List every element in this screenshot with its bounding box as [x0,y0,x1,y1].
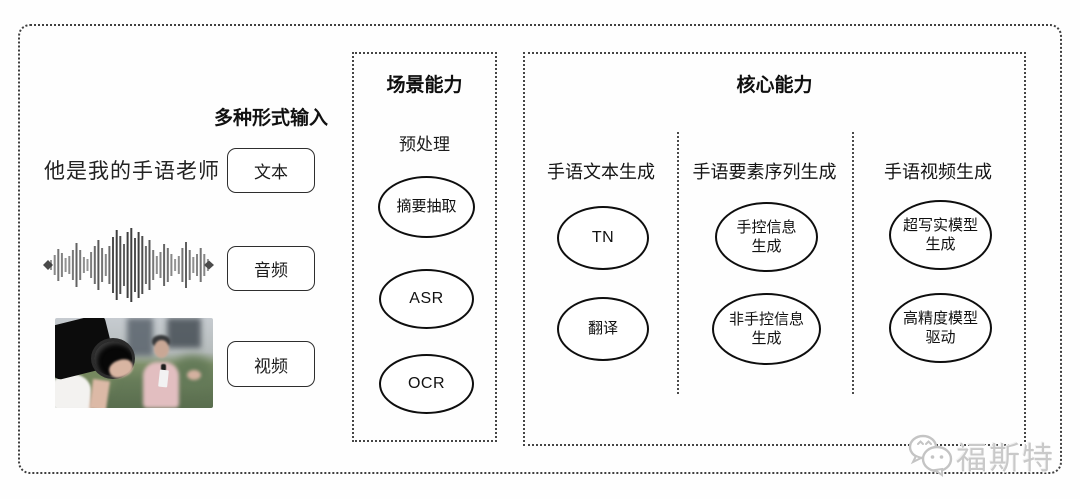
node-tn: TN [557,206,649,270]
node-summary-extraction: 摘要抽取 [378,176,475,238]
video-thumbnail-image [55,318,213,408]
node-high-precision-model-driving: 高精度模型 驱动 [889,293,992,363]
scene-panel-title: 场景能力 [386,75,463,96]
input-box-text: 文本 [227,148,315,193]
outer-dotted-frame [18,24,1062,474]
node-ocr: OCR [379,354,474,414]
input-box-audio-label: 音频 [254,261,288,280]
watermark: 福斯特 [906,426,1062,484]
core-panel-title: 核心能力 [736,75,813,96]
node-non-manual-info-generation: 非手控信息 生成 [712,293,821,365]
preprocess-label: 预处理 [399,135,450,154]
watermark-text: 福斯特 [956,440,1055,476]
node-translation: 翻译 [557,297,649,361]
audio-waveform-icon [43,228,214,302]
scene-capability-panel: 场景能力 预处理 摘要抽取 ASR OCR [352,52,497,442]
sample-sentence-text: 他是我的手语老师 [44,160,220,183]
column-header-sign-element-sequence-generation: 手语要素序列生成 [692,162,837,182]
input-box-audio: 音频 [227,246,315,291]
input-box-video-label: 视频 [254,356,288,376]
column-divider [852,132,854,394]
column-divider [677,132,679,394]
chat-bubbles-icon [908,434,953,477]
column-header-sign-text-generation: 手语文本生成 [547,162,655,182]
node-manual-info-generation: 手控信息 生成 [715,202,818,272]
node-hyperrealistic-model-generation: 超写实模型 生成 [889,200,992,270]
input-section-title: 多种形式输入 [213,108,328,129]
core-capability-panel: 核心能力 手语文本生成 手语要素序列生成 手语视频生成 TN 翻译 手控信息 生… [523,52,1026,446]
input-box-video: 视频 [227,341,315,387]
node-asr: ASR [379,269,474,329]
input-box-text-label: 文本 [254,163,288,182]
column-header-sign-video-generation: 手语视频生成 [884,162,992,182]
